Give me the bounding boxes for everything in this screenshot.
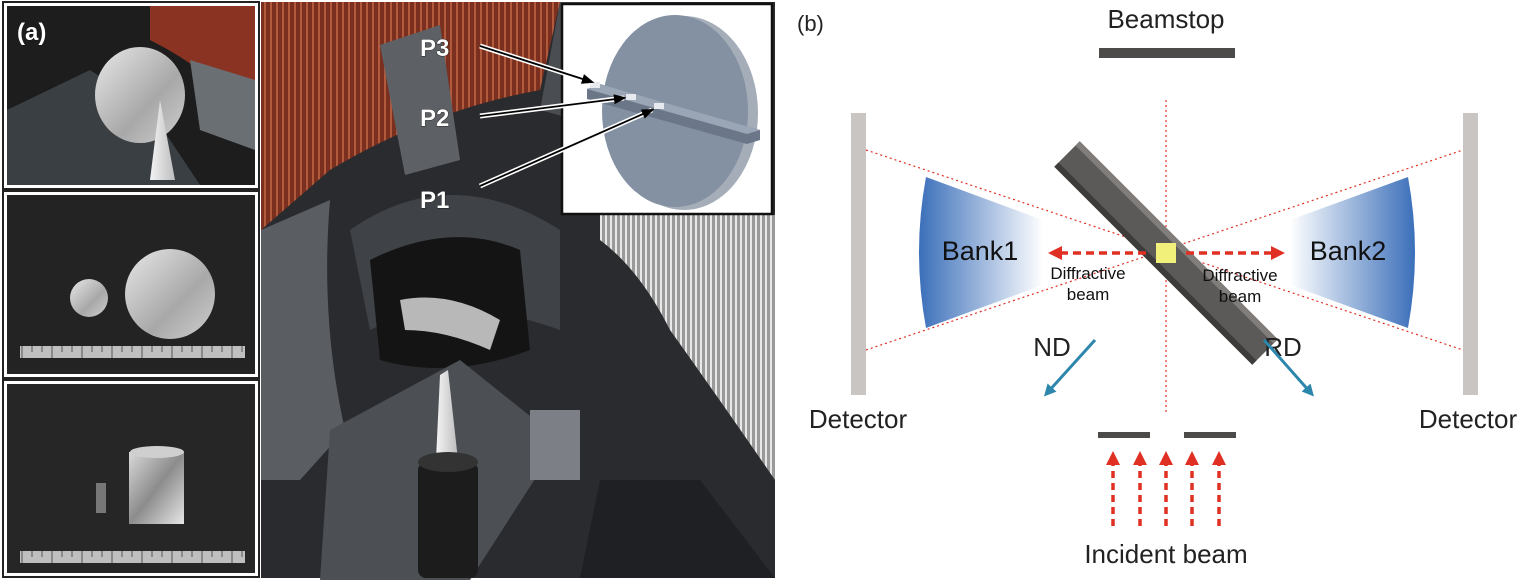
- slit-right: [1184, 432, 1236, 438]
- beamstop-label: Beamstop: [1107, 4, 1224, 34]
- panel-b: (b) Beamstop Bank1 Bank2 Diffractive b: [797, 4, 1517, 569]
- bank1-label: Bank1: [942, 236, 1019, 266]
- gauge-marker-p2: [626, 94, 636, 100]
- gauge-volume: [1156, 243, 1176, 263]
- photo-two-discs-top-view: [2, 190, 260, 379]
- callout-p2: P2: [420, 105, 449, 132]
- callout-p1: P1: [420, 187, 449, 214]
- diffractive-left-line2: beam: [1067, 285, 1110, 304]
- callout-p3: P3: [420, 35, 449, 62]
- diffractive-right-line2: beam: [1219, 287, 1262, 306]
- gauge-marker-p1: [654, 103, 664, 109]
- diffractive-left-line1: Diffractive: [1050, 264, 1125, 283]
- incident-beam-label: Incident beam: [1084, 539, 1247, 569]
- incident-beam-arrows: [1106, 451, 1226, 526]
- detector-right: [1463, 113, 1478, 395]
- callout-arrows-inner: [479, 45, 655, 187]
- beamstop: [1099, 48, 1235, 58]
- detector-right-label: Detector: [1419, 404, 1518, 434]
- nd-label: ND: [1033, 332, 1071, 362]
- rd-arrow: [1262, 339, 1314, 397]
- inset-sample-model: [560, 2, 774, 216]
- detector-left-label: Detector: [809, 404, 908, 434]
- slit-left: [1098, 432, 1150, 438]
- bank1-detector: [919, 177, 1043, 328]
- diffractive-right-line1: Diffractive: [1202, 266, 1277, 285]
- detector-left: [851, 113, 866, 395]
- panel-a: (a) P3 P2 P1: [2, 1, 775, 580]
- bank2-label: Bank2: [1310, 236, 1387, 266]
- photo-sample-mounted: [2, 1, 260, 190]
- bank2-detector: [1290, 177, 1415, 328]
- panel-b-label: (b): [797, 11, 824, 36]
- panel-a-label: (a): [17, 19, 46, 46]
- photo-two-discs-side-view: [2, 379, 260, 578]
- nd-arrow: [1043, 338, 1097, 397]
- gauge-marker-p3: [590, 82, 600, 88]
